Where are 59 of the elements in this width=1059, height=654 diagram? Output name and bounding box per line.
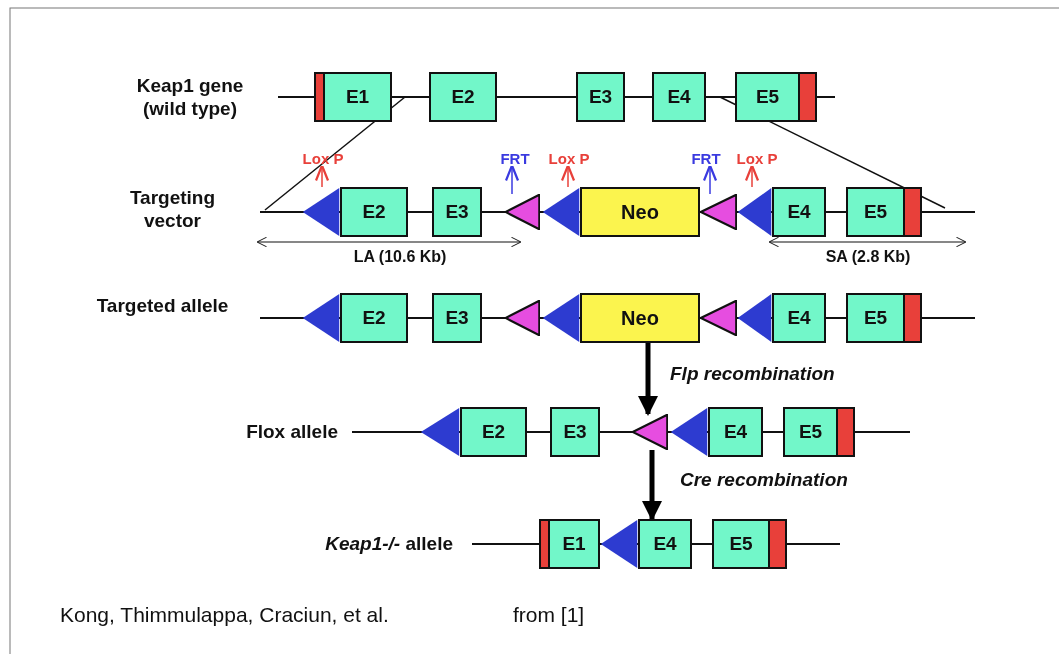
loxp-triangle: [737, 187, 772, 237]
loxp-triangle: [542, 187, 580, 237]
neo-cassette-box: Neo: [580, 187, 700, 237]
exon-box: E4: [772, 293, 826, 343]
leader-line: [744, 164, 760, 188]
arrow: [638, 343, 658, 416]
site-label: Lox P: [296, 149, 350, 167]
exon-box: E4: [772, 187, 826, 237]
exon-box: E2: [429, 72, 497, 122]
arrow: [642, 450, 662, 521]
exon-box: E1: [323, 72, 392, 122]
leader-line: [702, 164, 718, 195]
row-label: Targeting vector: [128, 186, 217, 232]
citation-text: Kong, Thimmulappa, Craciun, et al.: [60, 603, 390, 626]
frt-triangle: [505, 300, 540, 336]
row-label: Keap1-/- allele: [324, 532, 453, 555]
exon-box: E1: [548, 519, 600, 569]
dimension-label: SA (2.8 Kb): [824, 247, 912, 267]
exon-box: E5: [712, 519, 770, 569]
leader-line: [560, 164, 576, 188]
edge-label: Cre recombination: [680, 468, 848, 491]
exon-box: E5: [735, 72, 800, 122]
loxp-triangle: [600, 519, 638, 569]
exon-box: E5: [846, 293, 905, 343]
exon-box: E4: [638, 519, 692, 569]
exon-box: E3: [576, 72, 625, 122]
row-label: Targeted allele: [95, 294, 230, 317]
exon-box: E3: [432, 293, 482, 343]
neo-cassette-box: Neo: [580, 293, 700, 343]
exon-box: E4: [708, 407, 763, 457]
loxp-triangle: [420, 407, 460, 457]
exon-box: E2: [340, 187, 408, 237]
exon-box: E5: [783, 407, 838, 457]
loxp-triangle: [302, 293, 340, 343]
leader-line: [504, 164, 520, 195]
loxp-triangle: [542, 293, 580, 343]
site-label: FRT: [495, 149, 535, 167]
exon-box: E2: [340, 293, 408, 343]
loxp-triangle: [737, 293, 772, 343]
site-label: FRT: [686, 149, 726, 167]
frt-triangle: [700, 194, 737, 230]
leader-line: [314, 164, 330, 188]
row-label: Keap1 gene (wild type): [135, 74, 245, 120]
row-label: Flox allele: [245, 420, 338, 443]
site-label: Lox P: [541, 149, 597, 167]
frt-triangle: [700, 300, 737, 336]
frt-triangle: [632, 414, 668, 450]
loxp-triangle: [302, 187, 340, 237]
exon-box: E2: [460, 407, 527, 457]
citation-text: from [1]: [513, 603, 586, 626]
exon-box: E5: [846, 187, 905, 237]
exon-box: E3: [550, 407, 600, 457]
loxp-triangle: [670, 407, 708, 457]
edge-label: Flp recombination: [670, 362, 835, 385]
exon-box: E4: [652, 72, 706, 122]
exon-box: E3: [432, 187, 482, 237]
frt-triangle: [505, 194, 540, 230]
site-label: Lox P: [729, 149, 785, 167]
dimension-label: LA (10.6 Kb): [352, 247, 448, 267]
